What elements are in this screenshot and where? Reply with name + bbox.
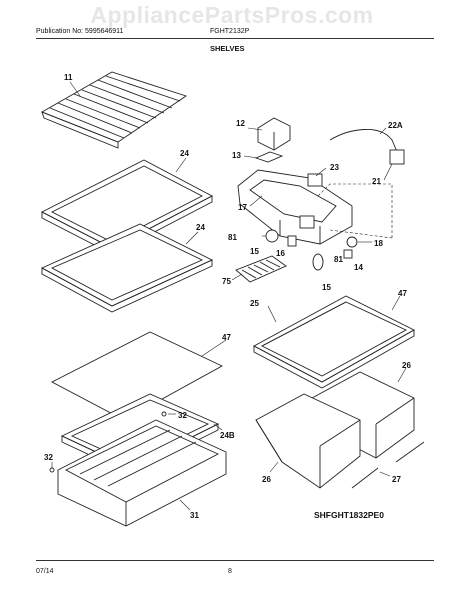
callout-18: 18: [374, 239, 383, 248]
meat-drawer-31[interactable]: [57, 419, 227, 527]
wire-shelf-11[interactable]: [40, 71, 188, 149]
callout-32-lower: 32: [44, 453, 53, 462]
callout-81-right: 81: [334, 255, 343, 264]
vent-grille-75[interactable]: [235, 255, 287, 283]
glass-shelf-24-lower[interactable]: [40, 223, 214, 313]
callout-17: 17: [238, 203, 247, 212]
callout-26-left: 26: [262, 475, 271, 484]
page-number: 8: [228, 568, 232, 575]
callout-24-lower: 24: [196, 223, 205, 232]
callout-24-upper: 24: [180, 149, 189, 158]
drawer-rail-27-left[interactable]: [351, 467, 379, 489]
callout-21: 21: [372, 177, 381, 186]
publication-number: Publication No: 5995646911: [36, 28, 124, 35]
callout-26-right: 26: [402, 361, 411, 370]
callout-47-right: 47: [398, 289, 407, 298]
light-switch-23[interactable]: [307, 173, 323, 187]
callout-31: 31: [190, 511, 199, 520]
glass-insert-47[interactable]: [51, 331, 223, 421]
light-shield-13[interactable]: [254, 151, 284, 163]
section-title: SHELVES: [210, 44, 245, 53]
callout-75: 75: [222, 277, 231, 286]
light-bulb-15-upper[interactable]: [265, 229, 279, 243]
diagram-code: SHFGHT1832PE0: [314, 510, 384, 520]
wire-harness-22a[interactable]: [329, 129, 399, 155]
drawer-rail-27-right[interactable]: [395, 441, 425, 463]
crisper-cover-25[interactable]: [253, 295, 415, 389]
callout-12: 12: [236, 119, 245, 128]
callout-16: 16: [276, 249, 285, 258]
callout-15-lower: 15: [322, 283, 331, 292]
callout-27: 27: [392, 475, 401, 484]
watermark: AppliancePartsPros.com: [90, 2, 374, 28]
light-bulb-15-lower[interactable]: [312, 253, 324, 271]
screw-32-upper[interactable]: [161, 411, 167, 417]
callout-32-upper: 32: [178, 411, 187, 420]
header-divider: [36, 38, 434, 39]
callout-15-upper: 15: [250, 247, 259, 256]
callout-47-left: 47: [222, 333, 231, 342]
screw-32-lower[interactable]: [49, 467, 55, 473]
light-housing-12[interactable]: [257, 117, 291, 151]
callout-13: 13: [232, 151, 241, 160]
glass-shelf-24-upper[interactable]: [41, 159, 213, 255]
footer-divider: [36, 560, 434, 561]
callout-25: 25: [250, 299, 259, 308]
callout-11: 11: [64, 73, 73, 82]
callout-23: 23: [330, 163, 339, 172]
model-number: FGHT2132P: [210, 28, 250, 35]
callout-24b: 24B: [220, 431, 235, 440]
callout-14: 14: [354, 263, 363, 272]
thermostat-21[interactable]: [389, 149, 405, 165]
footer-date: 07/14: [36, 568, 54, 575]
socket-16[interactable]: [287, 235, 297, 247]
knob-18[interactable]: [346, 236, 358, 248]
bracket-14[interactable]: [343, 249, 353, 259]
callout-81-left: 81: [228, 233, 237, 242]
callout-22a: 22A: [388, 121, 403, 130]
crisper-drawer-26-left[interactable]: [255, 393, 361, 489]
control-housing-17[interactable]: [237, 169, 353, 245]
